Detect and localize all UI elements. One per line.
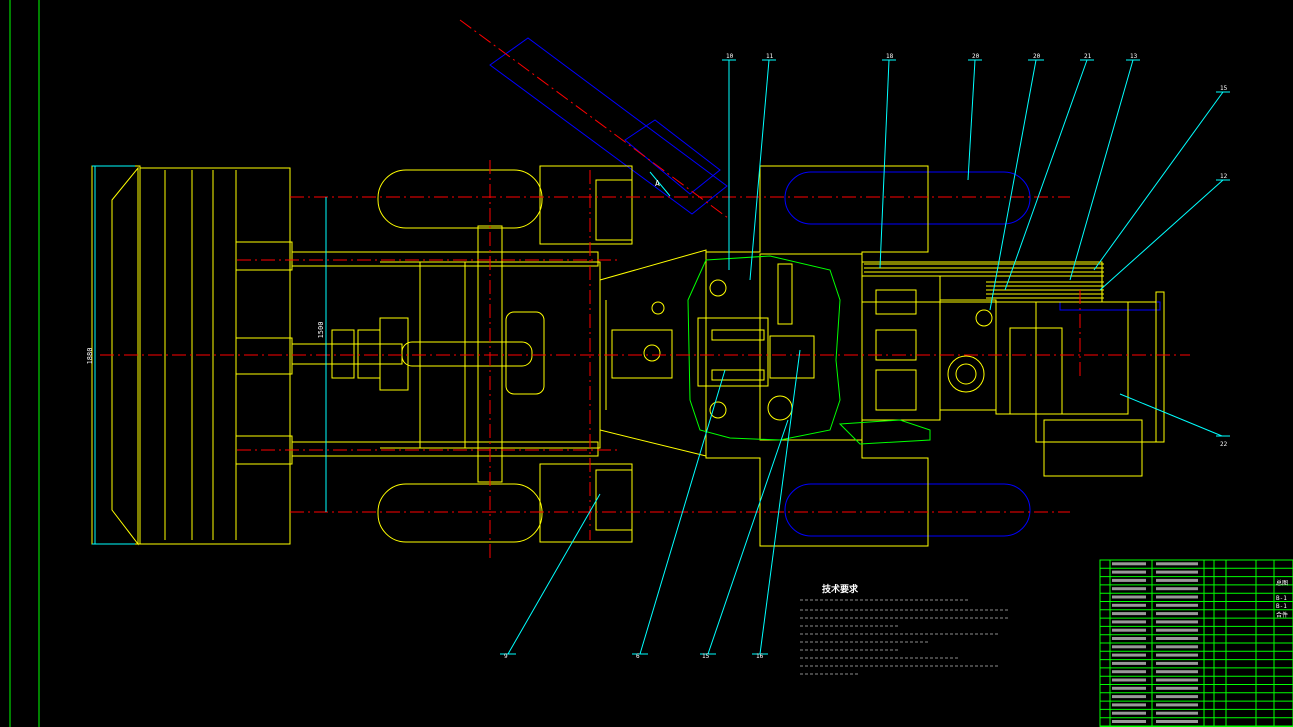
notes-lines [800,599,1010,675]
parts-list-code-mark [1112,603,1146,607]
callout-label: 15 [1220,85,1228,92]
callout-label: 18 [886,53,894,60]
callout-label: 20 [972,53,980,60]
parts-list-entries [1112,562,1198,723]
center-lines [100,19,1190,560]
parts-list-code-mark [1112,703,1146,707]
title-block-right-b: B-1 [1276,595,1287,602]
callout-label: 11 [766,53,774,60]
callout-label: 13 [1130,53,1138,60]
title-block-right-d: 合件 [1276,611,1288,619]
parts-list-name-mark [1156,645,1198,649]
parts-list-code-mark [1112,661,1146,665]
dimension-overall-width: 1880 [86,348,94,365]
dimension-angle: A [655,179,660,188]
parts-list-code-mark [1112,562,1146,566]
component-detail [687,255,1104,445]
hidden-lines [489,37,1161,537]
title-block-right-c: B-1 [1276,603,1287,610]
parts-list-code-mark [1112,587,1146,591]
callout-label: 9 [504,653,508,660]
parts-list-code-mark [1112,570,1146,574]
parts-list-name-mark [1156,620,1198,624]
parts-list-code-mark [1112,628,1146,632]
parts-list-name-mark [1156,637,1198,640]
parts-list-name-mark [1156,670,1198,674]
parts-list-name-mark [1156,562,1198,566]
parts-list-name-mark [1156,720,1198,723]
callout-label: 6 [636,653,640,660]
parts-list-name-mark [1156,695,1198,699]
parts-list-code-mark [1112,653,1146,657]
parts-list-code-mark [1112,595,1146,599]
callout-label: 16 [756,653,764,660]
parts-list-name-mark [1156,570,1198,574]
technical-notes: 技术要求 [800,583,1010,675]
parts-list [1099,559,1293,727]
parts-list-name-mark [1156,686,1198,690]
callout-label: 21 [1084,53,1092,60]
parts-list-name-mark [1156,603,1198,607]
parts-list-name-mark [1156,612,1198,616]
parts-list-code-mark [1112,678,1146,682]
parts-list-name-mark [1156,678,1198,682]
notes-title: 技术要求 [822,583,859,595]
parts-list-name-mark [1156,711,1198,715]
drawing-frame [9,0,40,727]
parts-list-name-mark [1156,587,1198,591]
parts-list-code-mark [1112,695,1146,699]
parts-list-code-mark [1112,720,1146,723]
parts-list-code-mark [1112,670,1146,674]
callout-labels: 10 11 18 20 20 21 13 15 12 22 9 6 15 16 [504,53,1228,660]
callout-label: 20 [1033,53,1041,60]
parts-list-code-mark [1112,637,1146,640]
parts-list-name-mark [1156,628,1198,632]
parts-list-name-mark [1156,661,1198,665]
parts-list-code-mark [1112,612,1146,616]
title-block-right-a: 总图 [1276,579,1288,587]
parts-list-code-mark [1112,711,1146,715]
parts-list-code-mark [1112,686,1146,690]
parts-list-text: 总图 B-1 B-1 合件 [1112,562,1288,723]
leader-lines [92,59,1230,655]
callout-label: 15 [702,653,710,660]
parts-list-name-mark [1156,595,1198,599]
callout-label: 22 [1220,441,1228,448]
dimension-track-width: 1500 [317,322,325,339]
parts-list-name-mark [1156,653,1198,657]
callout-label: 10 [726,53,734,60]
parts-list-code-mark [1112,578,1146,582]
parts-list-code-mark [1112,645,1146,649]
parts-list-code-mark [1112,620,1146,624]
parts-list-name-mark [1156,578,1198,582]
machine-outline [91,165,1165,547]
callout-label: 12 [1220,173,1228,180]
parts-list-name-mark [1156,703,1198,707]
